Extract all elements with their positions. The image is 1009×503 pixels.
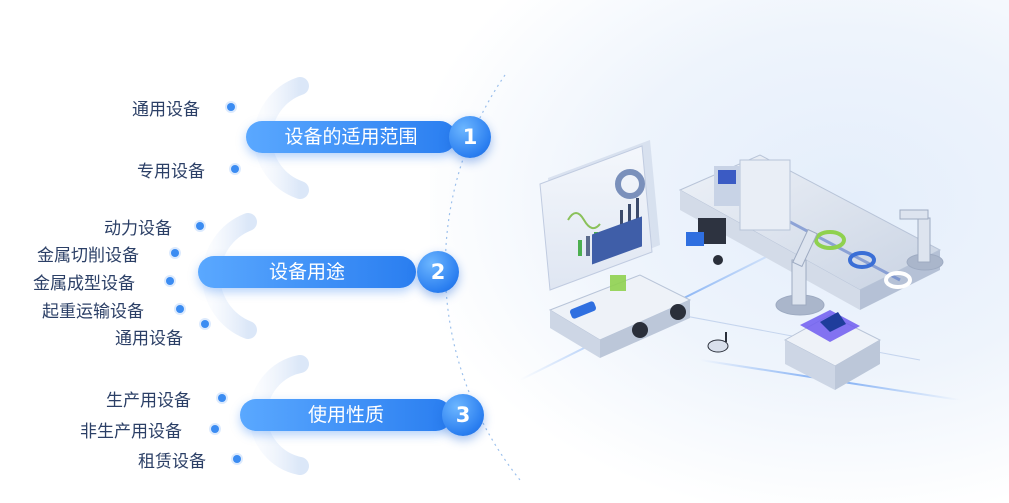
item-dot (196, 222, 204, 230)
item-dot (201, 320, 209, 328)
item-power-equipment: 动力设备 (104, 219, 172, 239)
item-special-equipment: 专用设备 (137, 162, 205, 182)
sorting-station (783, 310, 882, 390)
item-dot (176, 305, 184, 313)
section-number-badge: 1 (449, 116, 491, 158)
item-dot (227, 103, 235, 111)
section-number-badge: 2 (417, 251, 459, 293)
item-dot (211, 425, 219, 433)
item-dot (171, 249, 179, 257)
item-metal-forming-equipment: 金属成型设备 (33, 274, 135, 294)
section-number-badge: 3 (442, 394, 484, 436)
item-dot (233, 455, 241, 463)
item-lifting-transport-equipment: 起重运输设备 (42, 302, 144, 322)
item-general-equipment-2: 通用设备 (115, 329, 183, 349)
item-leased-equipment: 租赁设备 (138, 452, 206, 472)
item-metal-cutting-equipment: 金属切削设备 (37, 246, 139, 266)
item-production-equipment: 生产用设备 (106, 391, 191, 411)
item-general-equipment: 通用设备 (132, 100, 200, 120)
item-non-production-equipment: 非生产用设备 (80, 422, 182, 442)
dashboard-screen (539, 140, 660, 291)
robot-arm (775, 209, 944, 316)
item-dot (218, 394, 226, 402)
item-dot (166, 277, 174, 285)
transport-robot (686, 218, 726, 265)
factory-illustration (519, 140, 961, 400)
gantry-machine (714, 159, 791, 231)
section-title-pill: 设备用途 (198, 256, 416, 288)
section-title-pill: 设备的适用范围 (246, 121, 456, 153)
small-robot (707, 332, 729, 353)
agv-cart (548, 216, 692, 358)
section-title-pill: 使用性质 (240, 399, 452, 431)
item-dot (231, 165, 239, 173)
